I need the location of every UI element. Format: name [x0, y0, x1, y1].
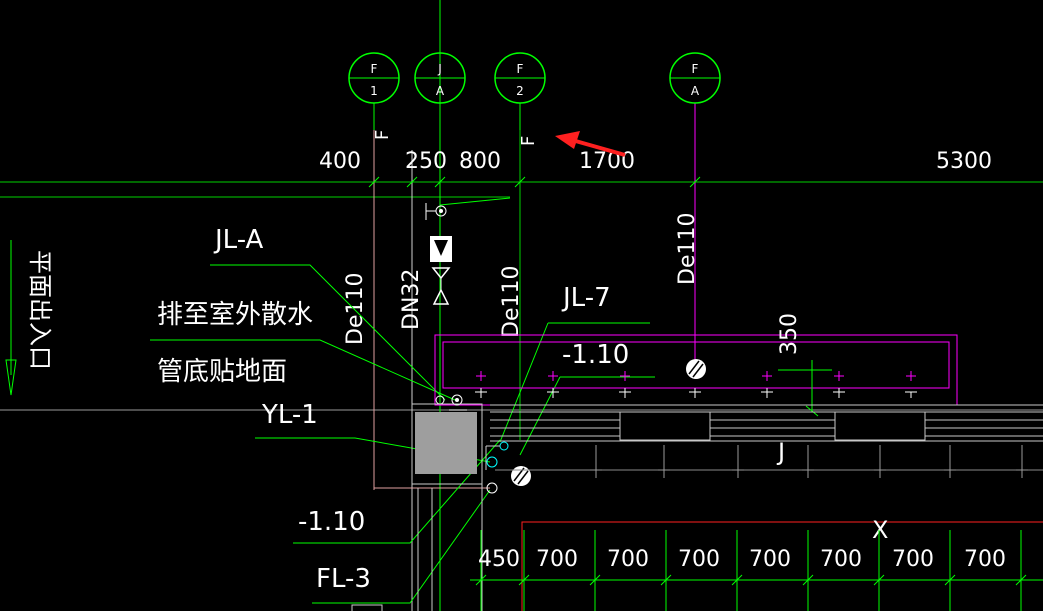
label-elev-right: -1.10	[562, 340, 629, 370]
bdim-700-1: 700	[536, 547, 578, 572]
axis-label-j: J	[776, 438, 785, 466]
bdim-700-7: 700	[964, 547, 1006, 572]
floor-drain-right[interactable]	[686, 359, 706, 379]
dim-1700: 1700	[579, 149, 635, 174]
grid-bubble-ja[interactable]: J A	[414, 52, 466, 104]
wall-layer-lines	[490, 404, 1043, 471]
bottom-dimension-ticks	[470, 530, 1043, 611]
bubble-f2-bottom: 2	[516, 84, 524, 98]
floor-drain-lower[interactable]	[511, 466, 531, 486]
bdim-700-5: 700	[820, 547, 862, 572]
axis-label-x: X	[872, 516, 888, 544]
grid-bubble-fa[interactable]: F A	[669, 52, 721, 362]
label-fl-3: FL-3	[316, 564, 371, 594]
bdim-700-6: 700	[892, 547, 934, 572]
red-annotation-arrow	[555, 131, 626, 157]
top-dimensions: 400 250 800 1700 5300	[319, 149, 992, 188]
bubble-fa-top: F	[692, 62, 699, 76]
grid-bubble-f1[interactable]: F 1 F	[348, 52, 400, 140]
note-line-1: 排至室外散水	[157, 300, 313, 330]
pipe-label-de110-mid: De110	[499, 266, 524, 338]
bdim-700-3: 700	[678, 547, 720, 572]
column-block	[411, 403, 500, 611]
pipe-label-de110-left: De110	[343, 273, 368, 345]
label-350: 350	[777, 313, 802, 355]
bubble-f1-bottom: 1	[370, 84, 378, 98]
label-elev-left: -1.10	[298, 507, 365, 537]
check-valve-icon[interactable]	[431, 267, 451, 280]
side-vertical-text: 平面出入口	[26, 250, 54, 370]
pipe-label-dn32: DN32	[399, 269, 424, 330]
note-line-2: 管底贴地面	[157, 357, 287, 387]
bubble-ja-bottom: A	[436, 84, 445, 98]
small-fitting-box	[351, 604, 383, 611]
label-jl-a: JL-A	[213, 225, 264, 255]
bubble-f2-top: F	[517, 62, 524, 76]
bubble-f2-side-label: F	[518, 136, 539, 146]
label-jl-7: JL-7	[561, 283, 611, 313]
dim-250: 250	[405, 149, 447, 174]
tick-marks-row	[590, 445, 1028, 478]
side-entrance-annotation: 平面出入口	[5, 240, 54, 396]
bottom-dimensions: 450 700 700 700 700 700 700 700	[478, 547, 1006, 572]
pipe-label-de110-right: De110	[675, 213, 700, 285]
dim-400: 400	[319, 149, 361, 174]
bdim-700-4: 700	[749, 547, 791, 572]
dim-5300: 5300	[936, 149, 992, 174]
grid-bubble-f2[interactable]: F 2 F	[494, 52, 546, 146]
dn32-pipe[interactable]	[425, 197, 511, 305]
dim-350-group: 350	[777, 313, 819, 417]
strainer-icon[interactable]	[432, 288, 450, 305]
bubble-f1-side-label: F	[372, 130, 393, 140]
bubble-ja-top: J	[437, 62, 442, 76]
bubble-fa-bottom: A	[691, 84, 700, 98]
dim-800: 800	[459, 149, 501, 174]
bdim-700-2: 700	[607, 547, 649, 572]
bdim-450: 450	[478, 547, 520, 572]
label-yl-1: YL-1	[261, 400, 318, 430]
bubble-f1-top: F	[371, 62, 378, 76]
